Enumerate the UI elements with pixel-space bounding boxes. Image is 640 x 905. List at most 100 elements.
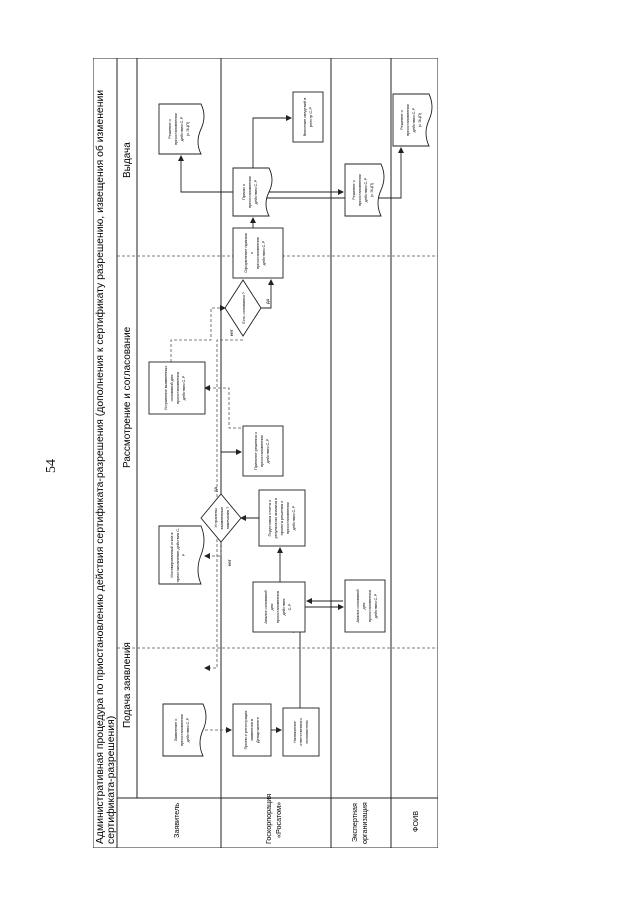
diagram-title-line2: сертификата-разрешения) xyxy=(105,716,117,844)
svg-text:реестр С-Р: реестр С-Р xyxy=(308,107,313,128)
svg-text:действия С-Р: действия С-Р xyxy=(181,375,186,400)
svg-text:действия: действия xyxy=(281,599,286,616)
svg-text:заявления в: заявления в xyxy=(249,719,254,741)
node-grounds-decision: Есть основания ? xyxy=(224,279,262,337)
node-report-box: Подготовка отчета о результатах анализа … xyxy=(258,489,306,547)
svg-text:Р: Р xyxy=(181,553,186,556)
diagram-title-line1: Административная процедура по приостанов… xyxy=(94,90,106,844)
lane-label-rosatom-line2: «Росатом» xyxy=(274,802,283,838)
svg-text:(с ЭЦП): (с ЭЦП) xyxy=(185,121,190,136)
svg-text:действия С-Р: действия С-Р xyxy=(411,107,416,132)
svg-text:приостановлении: приостановлении xyxy=(255,237,260,269)
diagram-stage: Административная процедура по приостанов… xyxy=(93,58,438,848)
svg-text:замечания ?: замечания ? xyxy=(225,506,230,529)
edge-assign-to-analysis xyxy=(288,627,301,708)
edge-label-decision1-no: нет xyxy=(227,559,232,566)
svg-text:Заявление о: Заявление о xyxy=(173,719,178,742)
svg-text:приостановления: приостановления xyxy=(275,591,280,623)
edge-label-decision2-yes: да xyxy=(265,298,270,304)
svg-text:для: для xyxy=(269,604,274,611)
node-registration-box: Прием и регистрация заявления в Департам… xyxy=(232,703,272,757)
svg-text:Подготовка отчета о: Подготовка отчета о xyxy=(267,500,272,537)
svg-text:Назначение: Назначение xyxy=(292,721,297,743)
svg-text:приостановления: приостановления xyxy=(367,590,372,622)
svg-text:действия С-Р: действия С-Р xyxy=(363,177,368,202)
edge-label-decision2-no: нет xyxy=(229,329,234,336)
svg-text:для: для xyxy=(361,603,366,610)
svg-text:Приказ о: Приказ о xyxy=(241,184,246,200)
node-applicant-decision-document: Решение о приостановлении действия С-Р (… xyxy=(158,103,205,155)
svg-text:(с ЭЦП): (с ЭЦП) xyxy=(417,112,422,127)
svg-text:приостановлении: приостановлении xyxy=(247,176,252,208)
edge-remediation-to-decision2 xyxy=(170,305,226,362)
node-order-document: Приказ о приостановлении действия С-Р xyxy=(232,167,273,217)
svg-text:Устранены: Устранены xyxy=(213,508,218,528)
lane-label-rosatom-line1: Госкорпорация xyxy=(264,794,273,844)
svg-text:выявленные: выявленные xyxy=(219,507,224,530)
edge-order-to-foiv-decision xyxy=(265,147,404,199)
svg-text:Принятие решения о: Принятие решения о xyxy=(253,432,258,470)
node-foiv-decision-document: Решение о приостановлении действия С-Р (… xyxy=(392,93,433,147)
svg-text:проекта решения о: проекта решения о xyxy=(279,501,284,536)
node-remarks-fixed-decision: Устранены выявленные замечания ? xyxy=(200,493,242,543)
svg-text:приостановления: приостановления xyxy=(175,372,180,404)
svg-text:Прием и регистрация: Прием и регистрация xyxy=(243,711,248,750)
svg-text:Оформление приказа: Оформление приказа xyxy=(243,232,248,272)
svg-text:Решение о: Решение о xyxy=(399,110,404,130)
svg-text:Внесение сведений в: Внесение сведений в xyxy=(302,98,307,137)
node-assign-executor-box: Назначение ответственного исполнителя xyxy=(282,707,320,757)
edge-order-to-registry xyxy=(252,115,292,168)
svg-text:действия С-Р: действия С-Р xyxy=(185,717,190,742)
lane-label-applicant: Заявитель xyxy=(172,803,181,838)
edge-order-to-applicant-decision xyxy=(178,155,241,193)
svg-text:Анализ оснований: Анализ оснований xyxy=(263,590,268,623)
svg-text:приостановлении: приостановлении xyxy=(405,104,410,136)
svg-text:оснований для: оснований для xyxy=(169,375,174,402)
svg-text:Решение о: Решение о xyxy=(167,119,172,139)
process-flowchart: Административная процедура по приостанов… xyxy=(93,58,438,848)
svg-text:о: о xyxy=(249,252,254,254)
node-decision-making-box: Принятие решения о приостановлении дейст… xyxy=(242,425,284,477)
edge-decision1-yes-to-decision xyxy=(220,449,242,494)
svg-text:действия С-Р: действия С-Р xyxy=(291,505,296,530)
svg-text:С-Р: С-Р xyxy=(287,603,292,610)
node-order-preparation-box: Оформление приказа о приостановлении дей… xyxy=(232,227,284,279)
node-refusal-document: Мотивированный отказ в приостановлении д… xyxy=(158,525,205,585)
svg-text:приостановлении: приостановлении xyxy=(285,502,290,534)
page-number: 54 xyxy=(44,459,59,473)
svg-text:приостановлении: приостановлении xyxy=(357,174,362,206)
node-application-document: Заявление о приостановлении действия С-Р xyxy=(162,703,207,757)
svg-text:Департаменте: Департаменте xyxy=(255,717,260,743)
svg-text:(с ЭЦП): (с ЭЦП) xyxy=(369,182,374,197)
svg-text:Мотивированный отказ в: Мотивированный отказ в xyxy=(169,532,174,577)
svg-text:приостановлении: приостановлении xyxy=(259,435,264,467)
svg-text:приостановлении: приостановлении xyxy=(173,113,178,145)
node-analysis-box: Анализ оснований для приостановления дей… xyxy=(252,581,306,633)
edge-decision1-no-to-refusal xyxy=(204,542,222,559)
edge-decision2-yes-to-order xyxy=(261,279,274,309)
svg-text:действия С-Р: действия С-Р xyxy=(261,240,266,265)
svg-text:результатах анализа и: результатах анализа и xyxy=(273,498,278,539)
svg-text:исполнителя: исполнителя xyxy=(304,720,309,743)
svg-text:действия С-Р: действия С-Р xyxy=(179,116,184,141)
lane-label-expert-line1: Экспертная xyxy=(350,803,359,842)
node-registry-box: Внесение сведений в реестр С-Р xyxy=(292,91,324,143)
phase-label-issuance: Выдача xyxy=(122,142,133,178)
edge-label-decision1-yes: да xyxy=(213,486,218,492)
svg-text:Есть основания ?: Есть основания ? xyxy=(241,291,246,324)
edge-decision-to-remediation xyxy=(204,385,241,429)
node-expert-decision-document: Решение о приостановлении действия С-Р (… xyxy=(344,163,385,217)
node-expert-analysis-box: Анализ оснований для приостановления дей… xyxy=(344,579,386,633)
svg-text:действия С-Р: действия С-Р xyxy=(265,438,270,463)
svg-text:приостановлении действия С-: приостановлении действия С- xyxy=(175,527,180,582)
svg-text:действия С-Р: действия С-Р xyxy=(373,593,378,618)
svg-text:Устранение выявленных: Устранение выявленных xyxy=(163,366,168,411)
phase-label-submission: Подача заявления xyxy=(122,642,133,728)
svg-text:ответственного: ответственного xyxy=(298,718,303,746)
svg-text:действия С-Р: действия С-Р xyxy=(253,179,258,204)
lane-label-expert-line2: организация xyxy=(360,802,369,844)
svg-text:Анализ оснований: Анализ оснований xyxy=(355,589,360,622)
svg-text:приостановлении: приостановлении xyxy=(179,714,184,746)
svg-text:Решение о: Решение о xyxy=(351,180,356,200)
node-remediation-box: Устранение выявленных оснований для прио… xyxy=(148,361,206,415)
